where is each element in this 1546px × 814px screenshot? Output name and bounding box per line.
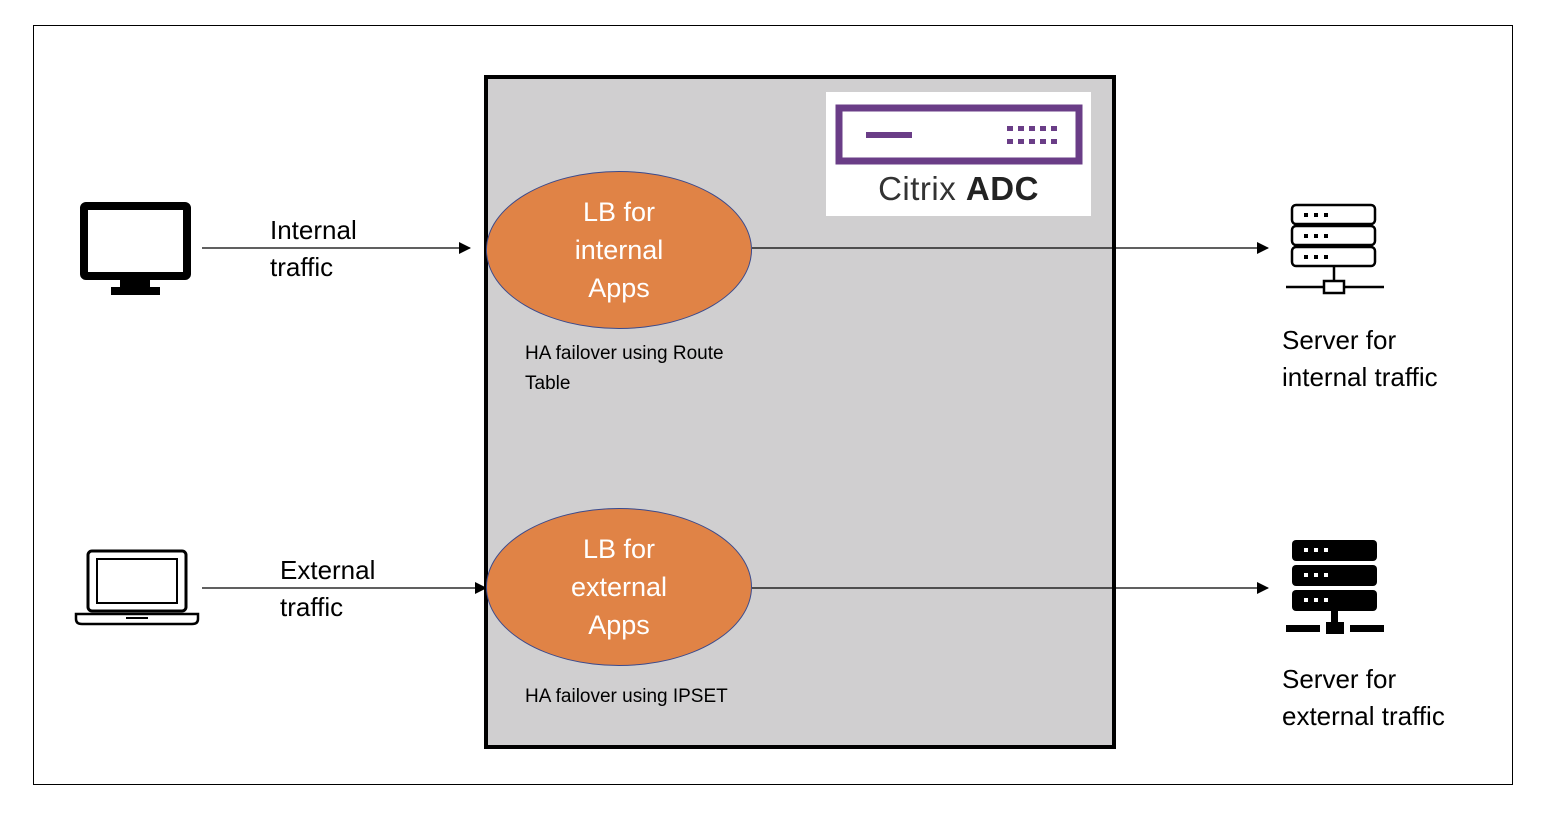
logo-brand: Citrix bbox=[878, 170, 957, 207]
citrix-adc-logo: Citrix ADC bbox=[826, 92, 1091, 216]
logo-wordmark: Citrix ADC bbox=[826, 170, 1091, 208]
laptop-icon bbox=[74, 549, 200, 626]
external-server-label: Server for external traffic bbox=[1282, 664, 1445, 731]
lb-internal-apps: LB for internal Apps bbox=[486, 171, 752, 329]
logo-product: ADC bbox=[965, 170, 1039, 207]
lb-external-apps: LB for external Apps bbox=[486, 508, 752, 666]
server-solid-icon bbox=[1286, 540, 1384, 634]
lb-external-apps-label: LB for external Apps bbox=[570, 534, 668, 640]
server-outline-icon bbox=[1286, 203, 1384, 295]
diagram-frame bbox=[33, 25, 1513, 785]
internal-server-label: Server for internal traffic bbox=[1282, 325, 1438, 392]
desktop-monitor-icon bbox=[80, 202, 191, 295]
ha-failover-ipset-note: HA failover using IPSET bbox=[525, 686, 728, 707]
internal-traffic-label: Internal traffic bbox=[270, 215, 357, 282]
lb-internal-apps-label: LB for internal Apps bbox=[574, 197, 664, 303]
adc-device-icon bbox=[835, 104, 1083, 165]
external-traffic-label: External traffic bbox=[280, 555, 376, 622]
ha-failover-route-table-note: HA failover using Route Table bbox=[525, 343, 724, 394]
